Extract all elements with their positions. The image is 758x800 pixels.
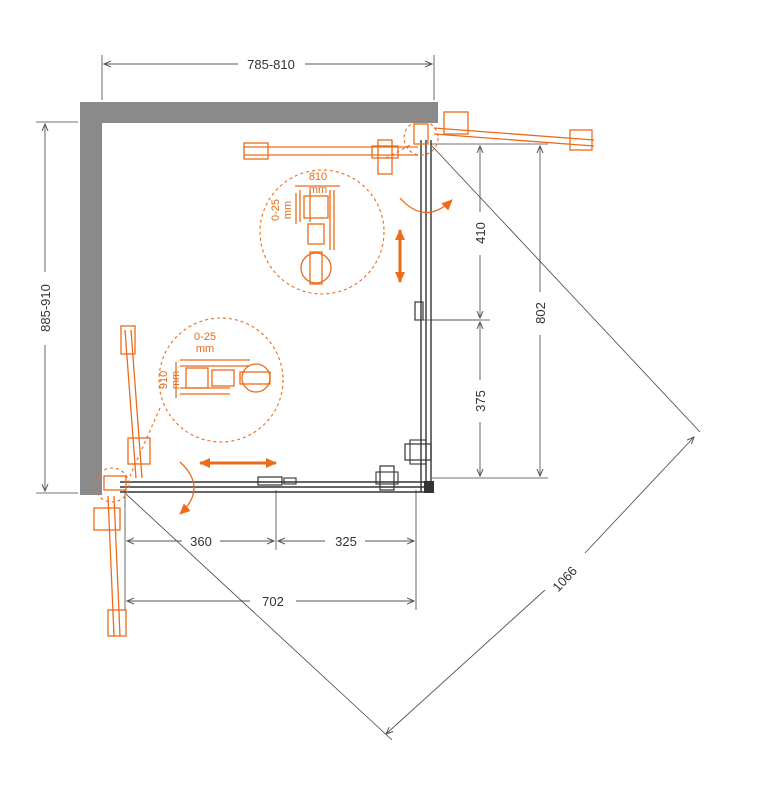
wall-corner — [80, 102, 438, 495]
enclosure-frame — [120, 140, 478, 493]
detail-left-unit: mm — [170, 371, 182, 389]
bottom-dimensions: 360 325 702 — [124, 490, 417, 610]
right-total-label: 802 — [533, 302, 548, 324]
right-lower-label: 375 — [473, 390, 488, 412]
detail-circle-top: 810 mm 0-25 mm — [259, 143, 413, 295]
detail-left-range-unit: mm — [196, 343, 214, 355]
detail-left-range: 0-25 — [194, 331, 216, 343]
detail-top-unit: mm — [309, 184, 327, 196]
right-upper-label: 410 — [473, 222, 488, 244]
detail-top-value: 810 — [309, 171, 327, 183]
detail-circle-left: 0-25 mm 910 mm — [129, 317, 284, 477]
detail-left-value: 910 — [158, 371, 170, 389]
bottom-left-label: 360 — [190, 534, 212, 549]
width-dimension: 785-810 — [101, 55, 435, 100]
diagonal-dimension: 1066 — [125, 145, 701, 741]
width-range-label: 785-810 — [247, 57, 295, 72]
depth-dimension: 885-910 — [36, 121, 78, 494]
diagonal-label: 1066 — [549, 563, 580, 594]
depth-range-label: 885-910 — [38, 284, 53, 332]
right-dimensions: 410 375 802 — [430, 143, 548, 479]
detail-top-range-unit: mm — [282, 201, 294, 219]
bottom-right-label: 325 — [335, 534, 357, 549]
bottom-total-label: 702 — [262, 594, 284, 609]
detail-top-range: 0-25 — [270, 199, 282, 221]
